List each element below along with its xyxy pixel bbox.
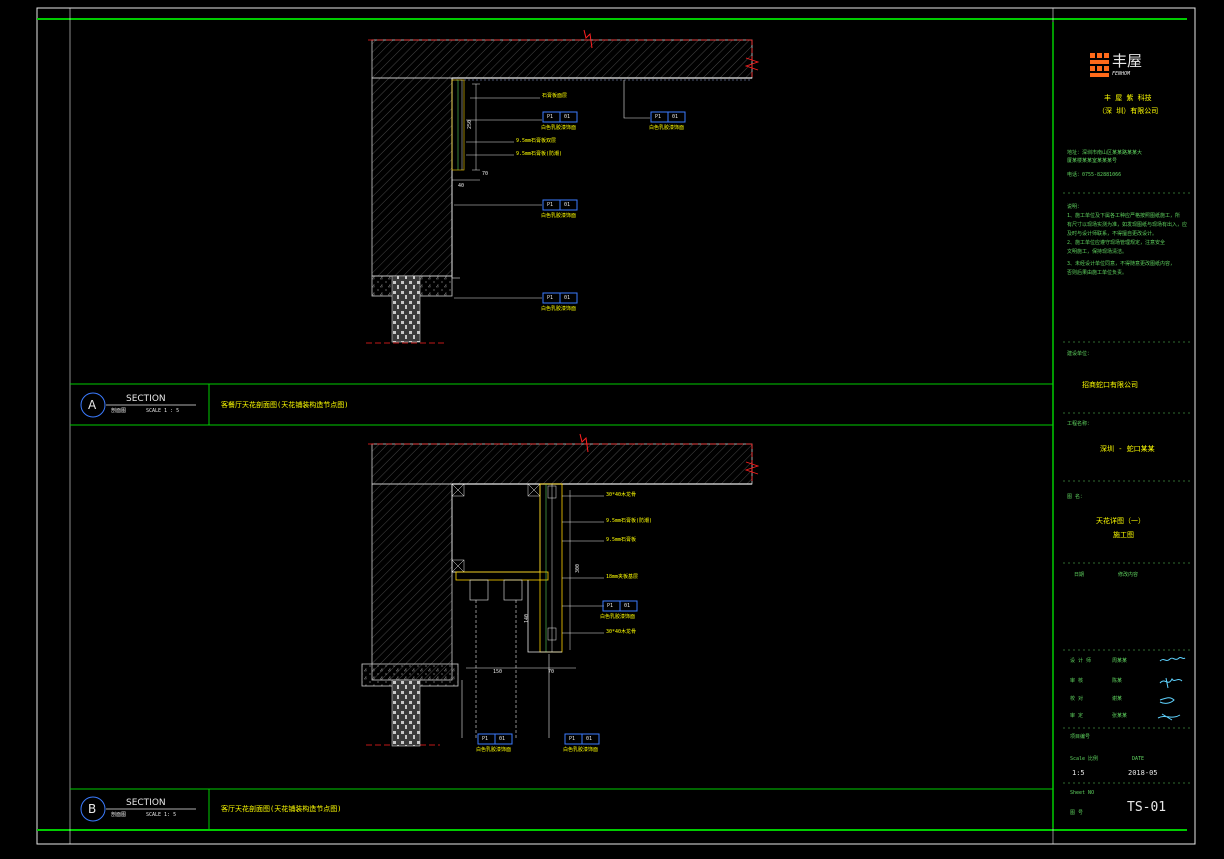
section-a-heading: SECTION (126, 394, 166, 404)
callout-tag: P1 (547, 295, 554, 301)
logo-subtext: FENHOM (1112, 71, 1131, 77)
drawing-name-label: 图 名： (1067, 494, 1086, 500)
callout-code: 01 (499, 736, 506, 742)
section-a-sublabel: 剖面图 (111, 408, 127, 414)
callout-code: 01 (586, 736, 593, 742)
section-b-description: 客厅天花剖面图(天花铺装构造节点图) (221, 805, 342, 813)
client-value: 招商蛇口有限公司 (1082, 381, 1138, 389)
callout-code: 01 (564, 202, 571, 208)
callout-note: 白色乳胶漆饰面 (541, 306, 577, 312)
callout-tag: P1 (547, 114, 554, 120)
project-label: 工程名称： (1067, 421, 1093, 427)
section-b-sublabel: 剖面图 (111, 812, 127, 818)
address-line1: 地址：深圳市南山区某某路某某大 (1067, 150, 1143, 156)
company-name-line2: （深 圳）有限公司 (1098, 107, 1159, 115)
logo-wordmark: 丰屋 (1112, 52, 1143, 70)
callout-tag: P1 (482, 736, 489, 742)
dimension-label: 70 (482, 171, 489, 177)
callout-note: 白色乳胶漆饰面 (649, 125, 685, 131)
section-a-circle-label: A (88, 398, 97, 412)
section-a-callouts (542, 111, 686, 304)
role-label: 校 对 (1070, 696, 1084, 702)
date-value: 2018-05 (1128, 769, 1158, 777)
dimension-label: 40 (458, 183, 465, 189)
leader-note: 9.5mm石膏板 (606, 537, 637, 543)
leader-note: 30*40木龙骨 (606, 629, 637, 635)
callout-tag: P1 (569, 736, 576, 742)
role-name: 谢某 (1112, 696, 1123, 702)
company-logo-icon (1090, 53, 1109, 77)
note-line: 有尺寸以现场实测为准，如发现图纸与现场有出入，应 (1067, 222, 1188, 228)
dimension-label: 300 (575, 563, 582, 574)
callout-tag: P1 (607, 603, 614, 609)
role-label: 审 核 (1070, 678, 1084, 684)
callout-note: 白色乳胶漆饰面 (563, 747, 599, 753)
role-label: 审 定 (1070, 713, 1084, 719)
callout-note: 白色乳胶漆饰面 (600, 614, 636, 620)
callout-code: 01 (624, 603, 631, 609)
dimension-label: 250 (467, 119, 474, 130)
callout-code: 01 (672, 114, 679, 120)
company-name-line1: 丰 屋 紫 科技 (1104, 94, 1152, 102)
section-a-description: 客餐厅天花剖面图(天花铺装构造节点图) (221, 401, 349, 409)
date-label: DATE (1132, 756, 1145, 762)
callout-code: 01 (564, 295, 571, 301)
project-value: 深圳 - 蛇口某某 (1100, 445, 1155, 453)
section-b-scale: SCALE 1: 5 (146, 812, 177, 818)
phone-number: 电话：0755-82881066 (1067, 172, 1122, 178)
section-a-drawing (366, 29, 760, 344)
note-line: 3、未经设计单位同意，不得随意更改图纸内容， (1067, 261, 1176, 267)
section-a-scale: SCALE 1 : 5 (146, 408, 180, 414)
project-number-label: 项目编号 (1070, 734, 1091, 740)
callout-tag: P1 (655, 114, 662, 120)
drawing-name-value: 天花详图（一） (1096, 517, 1145, 525)
section-b-heading: SECTION (126, 798, 166, 808)
leader-note: 18mm夹板基层 (606, 574, 639, 580)
dimension-label: 70 (548, 669, 555, 675)
callout-note: 白色乳胶漆饰面 (476, 747, 512, 753)
signature-marks (1157, 656, 1186, 721)
revision-content-header: 修改内容 (1118, 572, 1139, 578)
scale-value: 1:5 (1072, 769, 1085, 777)
note-line: 1、施工单位及下属各工种应严格按照图纸施工，所 (1067, 213, 1181, 219)
role-label: 设 计 师 (1070, 658, 1092, 664)
notes-heading: 说明： (1067, 204, 1083, 210)
section-b-drawing (361, 433, 760, 747)
sheet-number-value: TS-01 (1127, 800, 1167, 815)
dimension-label: 150 (493, 669, 503, 675)
sheet-number-label: Sheet NO (1070, 790, 1095, 796)
section-b-callouts (477, 600, 638, 745)
role-name: 陈某 (1112, 678, 1123, 684)
revision-date-header: 日期 (1074, 572, 1085, 578)
leader-note: 30*40木龙骨 (606, 492, 637, 498)
sheet-frame (36, 7, 1196, 845)
client-label: 建设单位： (1067, 351, 1093, 357)
sheet-number-cn-label: 图 号 (1070, 810, 1084, 816)
callout-code: 01 (564, 114, 571, 120)
section-title-frames (80, 384, 210, 830)
note-line: 文明施工，保持现场清洁。 (1067, 249, 1128, 255)
role-name: 周某某 (1112, 658, 1128, 664)
leader-note: 石膏板面层 (542, 93, 568, 99)
leader-note: 9.5mm石膏板(防潮) (516, 151, 563, 157)
drawing-stage-value: 施工图 (1113, 531, 1134, 539)
leader-note: 9.5mm石膏板(防潮) (606, 518, 653, 524)
note-line: 2、施工单位应遵守现场管理规定，注意安全 (1067, 240, 1166, 246)
note-line: 否则后果由施工单位负责。 (1067, 270, 1128, 276)
callout-note: 白色乳胶漆饰面 (541, 213, 577, 219)
section-b-circle-label: B (88, 802, 97, 816)
role-name: 张某某 (1112, 713, 1128, 719)
scale-label: Scale 比例 (1070, 756, 1099, 762)
dimension-label: 140 (524, 613, 531, 624)
callout-tag: P1 (547, 202, 554, 208)
title-block-lines (1063, 192, 1190, 784)
note-line: 及时与设计师联系，不得擅自更改设计。 (1067, 231, 1158, 237)
callout-note: 白色乳胶漆饰面 (541, 125, 577, 131)
address-line2: 厦某楼某某室某某某号 (1067, 158, 1118, 164)
leader-note: 9.5mm石膏板双层 (516, 138, 557, 144)
